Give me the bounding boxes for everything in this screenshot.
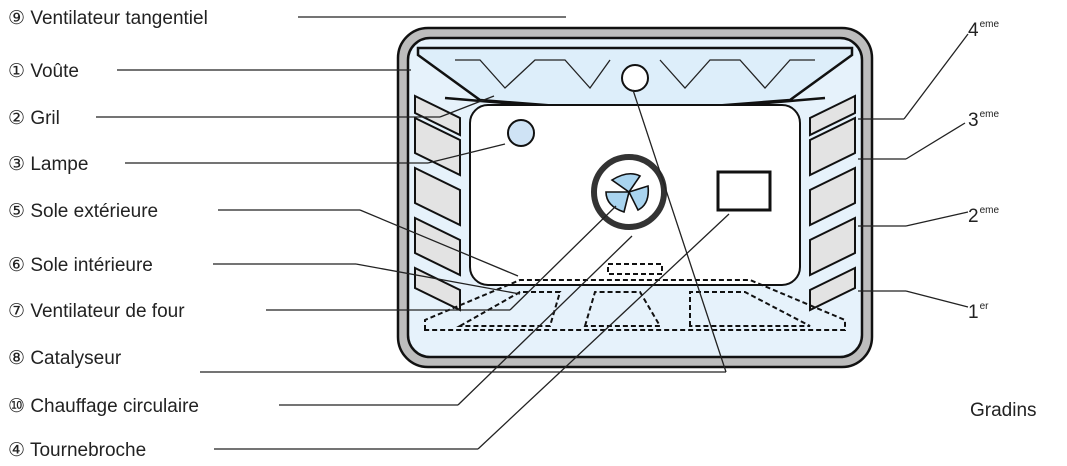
- rack-label-4: 4eme: [968, 19, 999, 41]
- label-outer-floor: ⑤ Sole extérieure: [8, 201, 158, 222]
- label-tangential-fan: ⑨ Ventilateur tangentiel: [8, 8, 208, 29]
- catalyser: [716, 170, 772, 212]
- rack-label-3: 3eme: [968, 109, 999, 131]
- rack-label-2: 2eme: [968, 205, 999, 227]
- rack-labels: 4eme 3eme 2eme 1er Gradins: [968, 19, 1037, 421]
- leader-lines-left: [96, 16, 730, 450]
- vault-element-zigzag: [455, 59, 815, 90]
- label-grill: ② Gril: [8, 108, 60, 129]
- bottom-heating-elements: [424, 263, 846, 331]
- leader-lines-right: [858, 33, 969, 308]
- tangential-fan-circle: [621, 64, 649, 92]
- rack-supports-left: [414, 94, 461, 312]
- racks-title: Gradins: [970, 400, 1037, 421]
- label-oven-fan: ⑦ Ventilateur de four: [8, 301, 185, 322]
- label-inner-floor: ⑥ Sole intérieure: [8, 255, 153, 276]
- lamp: [507, 119, 535, 147]
- label-lamp: ③ Lampe: [8, 154, 88, 175]
- oven-fan-ring: [591, 154, 667, 230]
- rack-supports-right: [809, 94, 856, 312]
- rack-label-1: 1er: [968, 301, 989, 323]
- label-rotisserie: ④ Tournebroche: [8, 440, 146, 461]
- labels-left: ⑨ Ventilateur tangentiel ① Voûte ② Gril …: [8, 8, 208, 461]
- oven-fan-blades: [605, 172, 650, 214]
- label-catalyser: ⑧ Catalyseur: [8, 348, 122, 369]
- label-circular-heating: ⑩ Chauffage circulaire: [8, 396, 199, 417]
- label-vault: ① Voûte: [8, 61, 79, 82]
